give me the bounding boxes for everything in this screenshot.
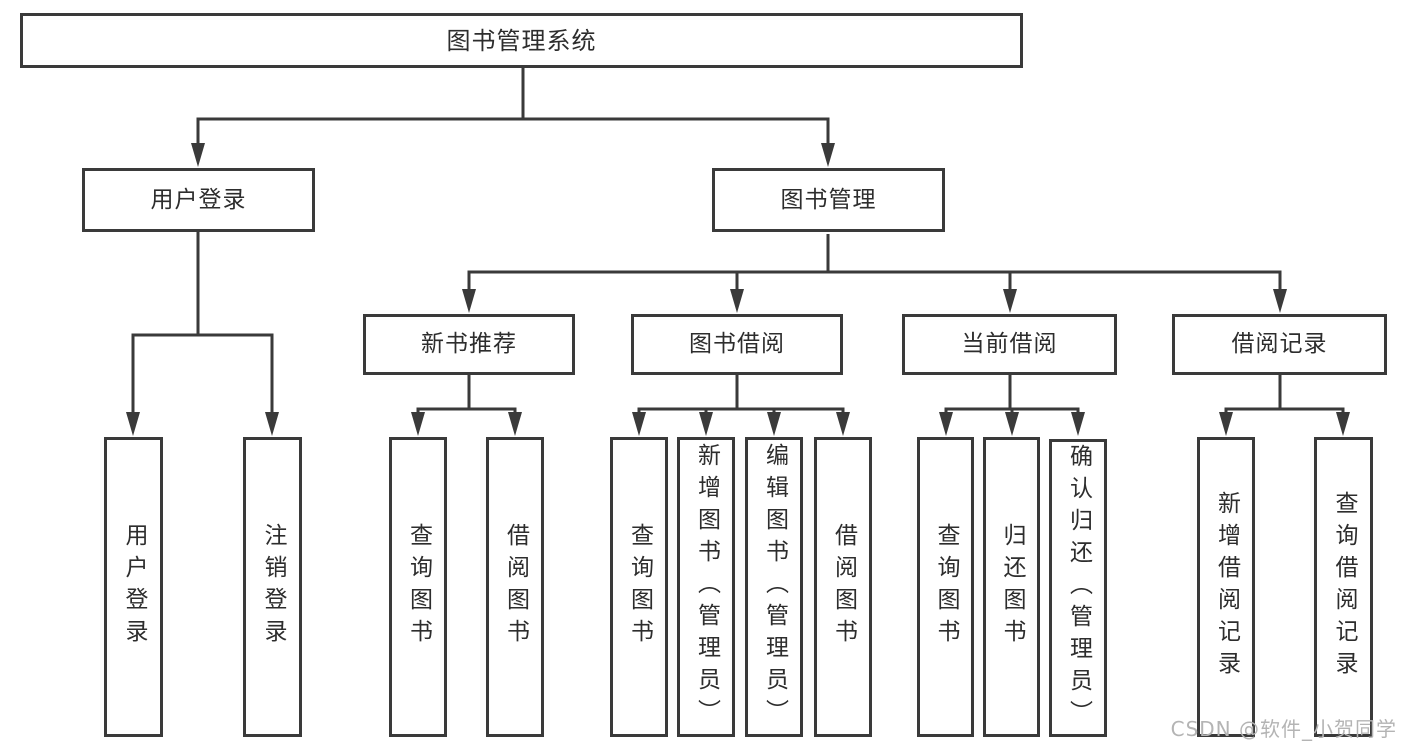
node-label: 新书推荐	[421, 331, 517, 357]
node-label: 用户登录	[121, 523, 147, 651]
node-current-borrow: 当前借阅	[902, 314, 1117, 375]
node-label: 确认归还（管理员）	[1065, 444, 1092, 732]
node-label: 借阅图书	[502, 523, 529, 651]
node-label: 注销登录	[260, 523, 286, 651]
connector-new-book-children	[416, 375, 517, 414]
csdn-watermark: CSDN @软件_小贺同学	[1170, 717, 1397, 741]
node-label: 图书借阅	[689, 331, 785, 357]
leaf-edit-books-admin: 编辑图书（管理员）	[745, 437, 803, 737]
node-label: 借阅记录	[1231, 331, 1328, 357]
node-label: 借阅图书	[830, 523, 857, 651]
leaf-query-books-current: 查询图书	[917, 437, 974, 737]
connector-user-login-children	[131, 232, 274, 414]
leaf-query-books-borrow: 查询图书	[610, 437, 668, 737]
leaf-borrow-books-recommend: 借阅图书	[486, 437, 544, 737]
node-label: 查询图书	[933, 523, 959, 651]
node-label: 查询借阅记录	[1331, 491, 1357, 683]
node-label: 查询图书	[626, 523, 653, 651]
node-book-management-branch: 图书管理	[712, 168, 945, 232]
node-label: 查询图书	[405, 523, 432, 651]
leaf-user-login: 用户登录	[104, 437, 163, 737]
node-label: 编辑图书（管理员）	[761, 443, 788, 731]
node-label: 图书管理	[780, 186, 877, 213]
connector-borrow-records-children	[1224, 375, 1345, 414]
leaf-query-books-recommend: 查询图书	[389, 437, 447, 737]
node-user-login-branch: 用户登录	[82, 168, 315, 232]
connector-root-to-level2	[196, 68, 830, 145]
leaf-add-borrow-record: 新增借阅记录	[1197, 437, 1255, 737]
connector-book-borrow-children	[637, 375, 845, 414]
leaf-return-books: 归还图书	[983, 437, 1040, 737]
node-label: 归还图书	[999, 523, 1025, 651]
node-new-book-recommend: 新书推荐	[363, 314, 575, 375]
leaf-borrow-books: 借阅图书	[814, 437, 872, 737]
node-label: 图书管理系统	[446, 26, 597, 55]
node-label: 新增图书（管理员）	[693, 443, 720, 731]
node-label: 新增借阅记录	[1213, 491, 1240, 683]
node-borrow-records: 借阅记录	[1172, 314, 1387, 375]
node-label: 用户登录	[150, 186, 247, 213]
connector-book-management-children	[467, 234, 1282, 292]
node-book-borrow: 图书借阅	[631, 314, 843, 375]
arrowheads	[126, 143, 1350, 436]
leaf-query-borrow-record: 查询借阅记录	[1314, 437, 1373, 737]
leaf-logout: 注销登录	[243, 437, 302, 737]
leaf-add-books-admin: 新增图书（管理员）	[677, 437, 735, 737]
node-label: 当前借阅	[961, 331, 1058, 357]
node-root-library-system: 图书管理系统	[20, 13, 1023, 68]
leaf-confirm-return-admin: 确认归还（管理员）	[1049, 439, 1107, 737]
connector-current-borrow-children	[944, 375, 1080, 414]
